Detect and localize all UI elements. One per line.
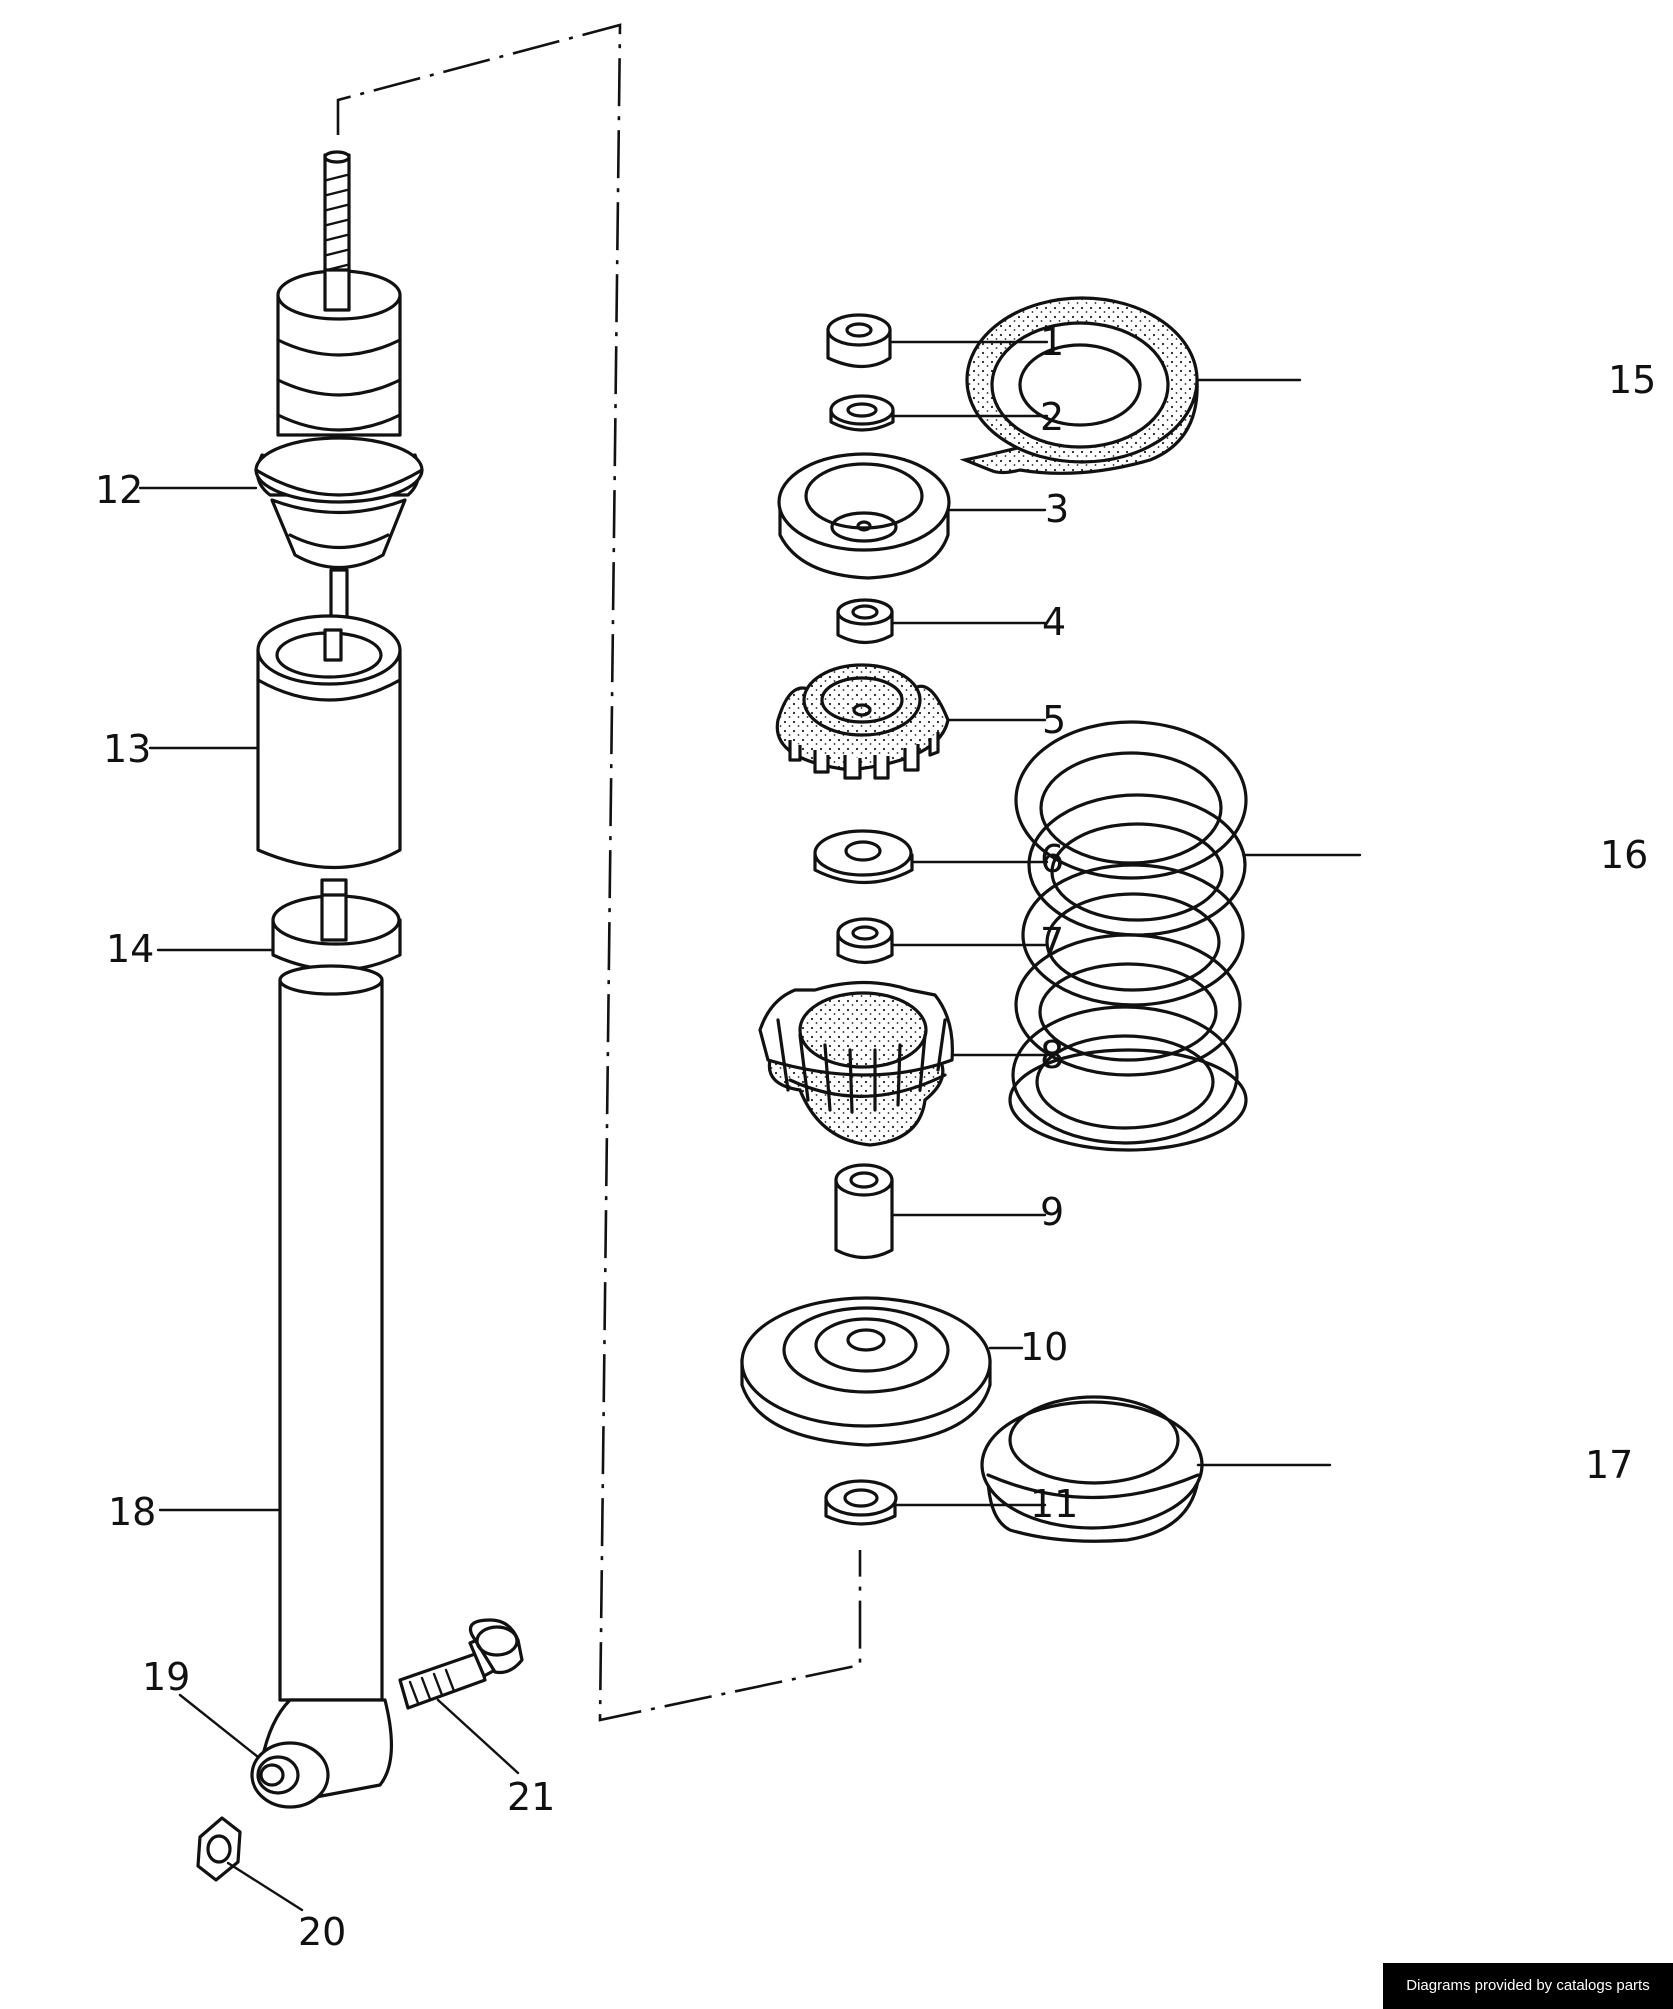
label-10: 10 (1020, 1325, 1068, 1369)
buffer-ring (271, 893, 402, 972)
part-10-seat (740, 1296, 992, 1447)
label-8: 8 (1040, 1033, 1064, 1077)
assembly-line (336, 23, 862, 1722)
label-20: 20 (298, 1910, 346, 1954)
shock-absorber (196, 150, 524, 1882)
label-3: 3 (1045, 487, 1069, 531)
part-4-spacer (836, 598, 894, 645)
nut (196, 1816, 242, 1882)
part-15-seal-ring (959, 296, 1199, 475)
label-13: 13 (103, 727, 151, 771)
label-5: 5 (1042, 698, 1066, 742)
label-16: 16 (1600, 833, 1648, 877)
part-labels: 1 2 3 4 5 6 7 8 9 10 11 12 13 14 15 16 1… (95, 320, 1656, 1954)
part-11-spacer (824, 1479, 898, 1526)
bolt (398, 1618, 524, 1710)
credit-banner: Diagrams provided by catalogs parts (1383, 1963, 1673, 2009)
part-5-mount (775, 663, 950, 780)
part-3-cup (777, 452, 951, 580)
label-6: 6 (1040, 837, 1064, 881)
label-1: 1 (1040, 320, 1064, 364)
part-9-sleeve (834, 1163, 894, 1260)
leader-lines (138, 340, 1362, 1912)
label-2: 2 (1040, 395, 1064, 439)
part-6-washer (813, 829, 914, 884)
label-12: 12 (95, 468, 143, 512)
label-15: 15 (1608, 358, 1656, 402)
label-14: 14 (106, 927, 154, 971)
part-2-washer (829, 394, 895, 432)
label-21: 21 (507, 1775, 555, 1819)
part-16-coil-spring (1008, 720, 1248, 1152)
label-18: 18 (108, 1490, 156, 1534)
label-4: 4 (1042, 600, 1066, 644)
part-1-nut (826, 313, 892, 368)
protective-tube (256, 614, 402, 869)
label-17: 17 (1585, 1443, 1633, 1487)
label-7: 7 (1040, 920, 1064, 964)
part-8-rubber-mount (758, 980, 954, 1147)
part-17-seat-ring (980, 1395, 1204, 1543)
damper-body (260, 964, 393, 1802)
label-19: 19 (142, 1655, 190, 1699)
bump-stop-bellows (254, 268, 424, 570)
label-11: 11 (1030, 1482, 1078, 1526)
part-7-nut (836, 917, 894, 965)
eye-bushing (250, 1741, 330, 1809)
label-9: 9 (1040, 1190, 1064, 1234)
